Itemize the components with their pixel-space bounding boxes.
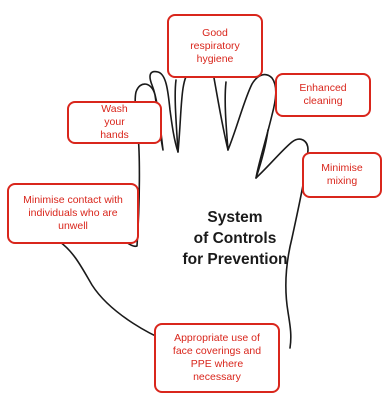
respiratory-hygiene-box: Good respiratory hygiene — [167, 14, 263, 78]
face-coverings-box: Appropriate use of face coverings and PP… — [154, 323, 280, 393]
minimise-mixing-box: Minimise mixing — [302, 152, 382, 198]
minimise-contact-box: Minimise contact with individuals who ar… — [7, 183, 139, 244]
finger-gap-1 — [174, 79, 179, 153]
title-line-2: of Controls — [193, 230, 277, 247]
enhanced-cleaning-box: Enhanced cleaning — [275, 73, 371, 117]
title-line-3: for Prevention — [182, 251, 288, 268]
diagram-title: System of Controls for Prevention — [160, 207, 310, 270]
title-line-1: System — [207, 209, 263, 226]
finger-gap-3 — [255, 129, 269, 179]
wash-hands-box: Wash your hands — [67, 101, 162, 144]
finger-gap-2 — [224, 81, 229, 151]
